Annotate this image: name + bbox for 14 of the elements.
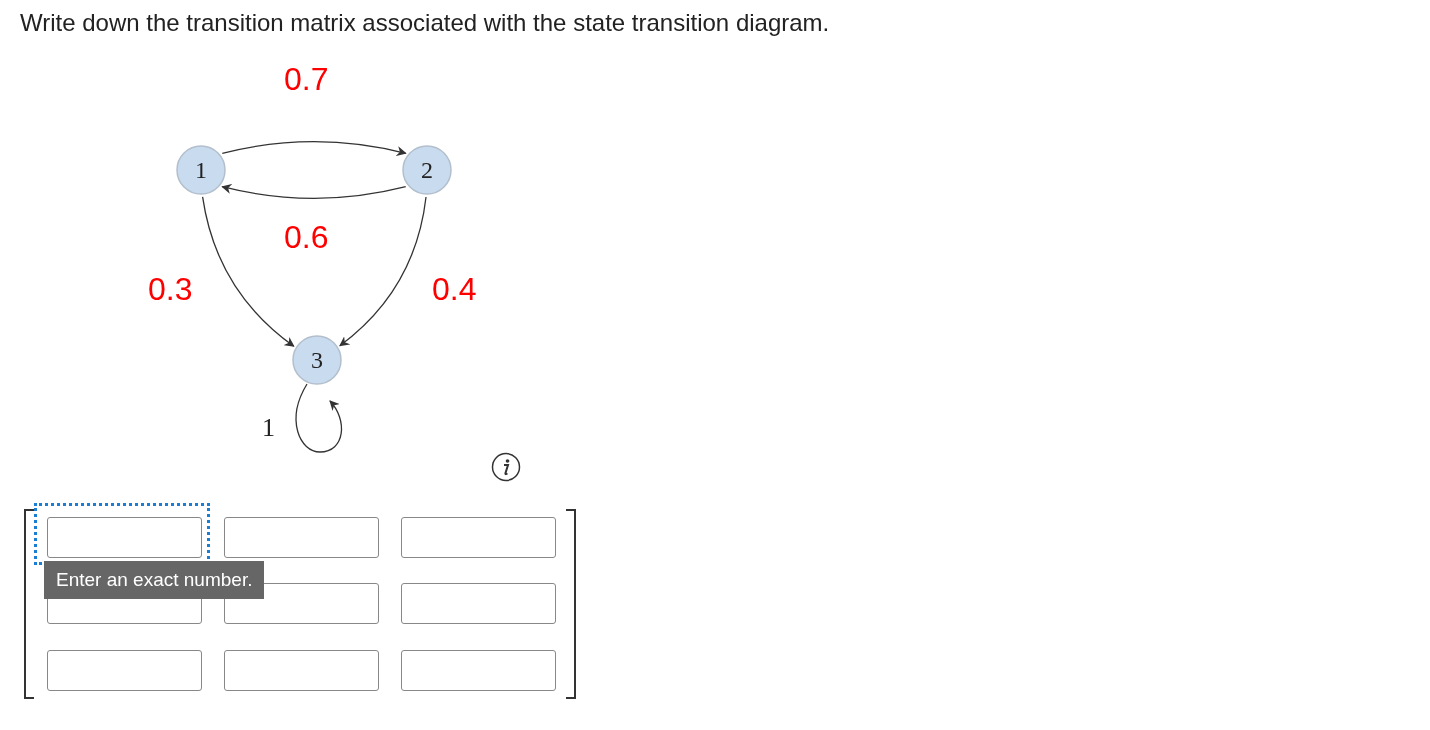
state-circle — [176, 145, 226, 195]
arrow — [221, 141, 407, 157]
arrow — [295, 383, 343, 453]
state-number: 3 — [310, 346, 324, 375]
arrow — [339, 196, 427, 347]
state-number: 1 — [194, 156, 208, 185]
arrow — [201, 196, 295, 347]
state-circle — [292, 335, 342, 385]
state-circle — [402, 145, 452, 195]
state-number: 2 — [420, 156, 434, 185]
edge-label: 1 — [262, 412, 275, 444]
question-text: Write down the transition matrix associated with the state transition diagram. — [20, 9, 830, 37]
tooltip: Enter an exact number. — [44, 561, 265, 599]
arrow — [221, 183, 407, 199]
